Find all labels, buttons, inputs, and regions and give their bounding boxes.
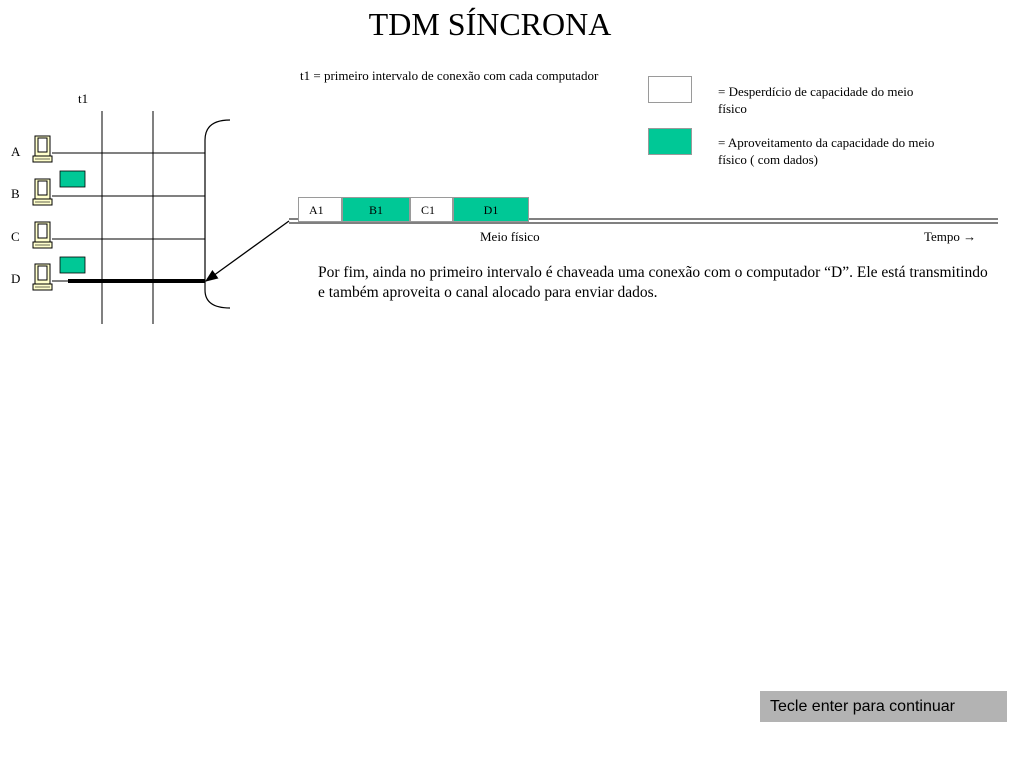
legend-used-label: = Aproveitamento da capacidade do meio f… bbox=[718, 135, 935, 167]
host-label-b: B bbox=[11, 186, 20, 201]
computer-icon bbox=[32, 135, 53, 163]
page-title: TDM SÍNCRONA bbox=[368, 6, 612, 42]
host-label-d: D bbox=[11, 271, 21, 286]
slot-b1: B1 bbox=[342, 197, 410, 222]
time-interval-label: t1 bbox=[78, 91, 89, 106]
computer-icon bbox=[32, 178, 53, 206]
host-label-a: A bbox=[11, 144, 21, 159]
tempo-label: Tempo → bbox=[924, 229, 977, 244]
slot-a1: A1 bbox=[298, 197, 342, 222]
computer-icon bbox=[32, 263, 53, 291]
host-label-c: C bbox=[11, 229, 20, 244]
slot-c1: C1 bbox=[410, 197, 453, 222]
legend-used-swatch bbox=[648, 128, 692, 155]
data-packet-icon bbox=[59, 170, 86, 188]
legend-waste-label: = Desperdício de capacidade do meio físi… bbox=[718, 84, 914, 116]
multiplex-arrow bbox=[204, 220, 290, 282]
legend-waste-swatch bbox=[648, 76, 692, 103]
slot-d1: D1 bbox=[453, 197, 529, 222]
continue-button[interactable]: Tecle enter para continuar bbox=[760, 691, 1007, 722]
description-text: Por fim, ainda no primeiro intervalo é c… bbox=[318, 264, 988, 301]
computer-icon bbox=[32, 221, 53, 249]
data-packet-icon bbox=[59, 256, 86, 274]
t1-note: t1 = primeiro intervalo de conexão com c… bbox=[300, 68, 599, 83]
multiplexer-brace bbox=[204, 119, 231, 309]
medium-label: Meio físico bbox=[480, 229, 540, 244]
